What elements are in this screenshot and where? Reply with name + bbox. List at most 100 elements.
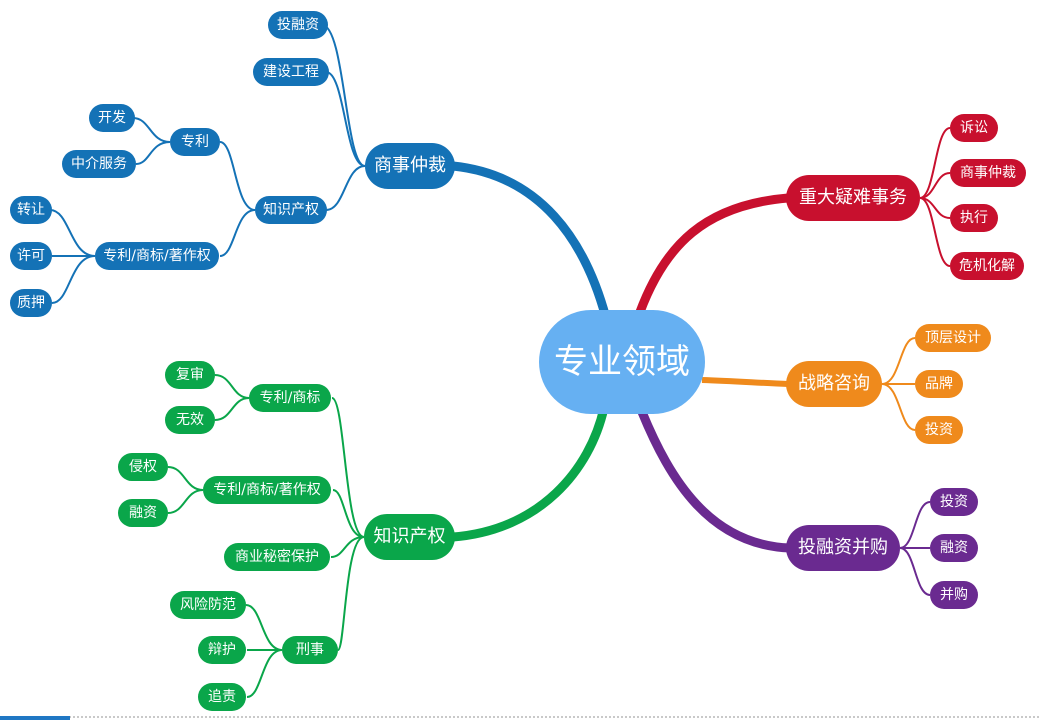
node-patent[interactable]: 专利 — [170, 128, 220, 156]
link-center-strategy — [701, 377, 789, 387]
link-pts2-finance — [167, 489, 204, 514]
node-top-level-design[interactable]: 顶层设计 — [915, 324, 991, 352]
node-label: 辩护 — [208, 642, 236, 658]
link-ip-secret — [330, 536, 365, 558]
node-investment-financing[interactable]: 投融资 — [268, 11, 328, 39]
branch-strategy-consulting[interactable]: 战略咨询 — [786, 361, 882, 407]
node-label: 并购 — [940, 587, 968, 603]
link-ip-criminal — [337, 536, 365, 651]
node-label: 专利/商标 — [259, 390, 321, 406]
link-patent-develop — [132, 117, 171, 143]
node-strategy-invest[interactable]: 投资 — [915, 416, 963, 444]
node-litigation[interactable]: 诉讼 — [950, 114, 998, 142]
link-major-litigation — [919, 127, 951, 199]
node-label: 商业秘密保护 — [235, 549, 319, 565]
link-commercial-construction — [325, 71, 366, 167]
link-criminal-recovery — [246, 649, 283, 698]
node-recovery[interactable]: 追责 — [198, 683, 246, 711]
node-ip-patent-trademark-copyright[interactable]: 专利/商标/著作权 — [203, 476, 331, 504]
link-patent-agency — [135, 141, 171, 165]
link-criminal-risk — [245, 604, 283, 651]
node-trade-secret[interactable]: 商业秘密保护 — [224, 543, 330, 571]
bottom-dotted-divider — [0, 716, 1039, 718]
link-ipc-patent — [219, 141, 256, 211]
node-label: 商事仲裁 — [960, 165, 1016, 181]
node-label: 顶层设计 — [925, 330, 981, 346]
node-brand[interactable]: 品牌 — [915, 370, 963, 398]
link-center-ip — [452, 407, 609, 542]
node-merger[interactable]: 并购 — [930, 581, 978, 609]
node-label: 投资 — [925, 422, 953, 438]
link-major-arbitration — [919, 172, 951, 199]
node-label: 投融资 — [277, 17, 319, 33]
link-inv-invest — [899, 501, 931, 549]
node-label: 诉讼 — [960, 120, 988, 136]
node-pledge[interactable]: 质押 — [10, 289, 52, 317]
node-label: 专利/商标/著作权 — [213, 482, 321, 498]
node-label: 中介服务 — [71, 156, 127, 172]
node-label: 专利/商标/著作权 — [103, 248, 211, 264]
node-criminal[interactable]: 刑事 — [282, 636, 338, 664]
node-inv-invest[interactable]: 投资 — [930, 488, 978, 516]
link-commercial-investment — [321, 24, 366, 167]
node-label: 建设工程 — [263, 64, 319, 80]
node-commercial-ip[interactable]: 知识产权 — [255, 196, 327, 224]
branch-intellectual-property[interactable]: 知识产权 — [364, 514, 455, 560]
link-commercial-ip — [325, 165, 366, 211]
node-label: 复审 — [176, 367, 204, 383]
node-patent-trademark-copyright[interactable]: 专利/商标/著作权 — [95, 242, 219, 270]
node-risk-prevention[interactable]: 风险防范 — [170, 591, 246, 619]
node-license[interactable]: 许可 — [10, 242, 52, 270]
branch-commercial-arbitration[interactable]: 商事仲裁 — [365, 143, 455, 189]
center-node[interactable]: 专业领域 — [539, 310, 705, 414]
node-crisis-resolution[interactable]: 危机化解 — [950, 252, 1024, 280]
node-label: 融资 — [129, 505, 157, 521]
node-label: 追责 — [208, 689, 236, 705]
branch-intellectual-property-label: 知识产权 — [373, 526, 446, 547]
node-label: 知识产权 — [263, 202, 319, 218]
node-commercial-arbitration[interactable]: 商事仲裁 — [950, 159, 1026, 187]
link-pts-pledge — [51, 255, 96, 304]
node-invalid[interactable]: 无效 — [165, 406, 215, 434]
link-center-investment — [637, 410, 791, 553]
node-execution[interactable]: 执行 — [950, 204, 998, 232]
node-label: 融资 — [940, 540, 968, 556]
node-label: 无效 — [176, 412, 204, 428]
node-label: 开发 — [98, 110, 126, 126]
branch-investment-ma-label: 投融资并购 — [798, 537, 888, 558]
center-node-label: 专业领域 — [554, 342, 690, 382]
bottom-accent-bar — [0, 716, 70, 720]
branch-investment-ma[interactable]: 投融资并购 — [786, 525, 900, 571]
link-major-crisis — [919, 197, 951, 267]
node-label: 许可 — [17, 248, 45, 264]
node-label: 品牌 — [925, 376, 953, 392]
node-patent-trademark[interactable]: 专利/商标 — [249, 384, 331, 412]
node-financing[interactable]: 融资 — [118, 499, 168, 527]
link-center-major — [635, 193, 789, 314]
node-label: 侵权 — [129, 459, 157, 475]
branch-major-affairs-label: 重大疑难事务 — [799, 187, 907, 208]
node-infringement[interactable]: 侵权 — [118, 453, 168, 481]
branch-major-affairs[interactable]: 重大疑难事务 — [786, 175, 920, 221]
node-label: 刑事 — [296, 642, 324, 658]
link-strategy-toplevel — [881, 337, 916, 385]
node-inv-finance[interactable]: 融资 — [930, 534, 978, 562]
branch-strategy-consulting-label: 战略咨询 — [798, 373, 870, 394]
link-pts-transfer — [49, 209, 96, 257]
link-strategy-invest — [881, 383, 916, 431]
node-transfer[interactable]: 转让 — [10, 196, 52, 224]
link-ip-pts — [332, 489, 365, 538]
node-defense[interactable]: 辩护 — [198, 636, 246, 664]
link-pt-review — [214, 374, 250, 399]
link-pts2-infringe — [167, 466, 204, 491]
node-review[interactable]: 复审 — [165, 361, 215, 389]
link-ipc-pts — [219, 209, 256, 257]
node-label: 转让 — [17, 202, 45, 218]
node-label: 执行 — [960, 210, 988, 226]
node-develop[interactable]: 开发 — [89, 104, 135, 132]
node-agency-service[interactable]: 中介服务 — [62, 150, 136, 178]
branch-commercial-arbitration-label: 商事仲裁 — [374, 155, 446, 176]
node-construction[interactable]: 建设工程 — [253, 58, 329, 86]
